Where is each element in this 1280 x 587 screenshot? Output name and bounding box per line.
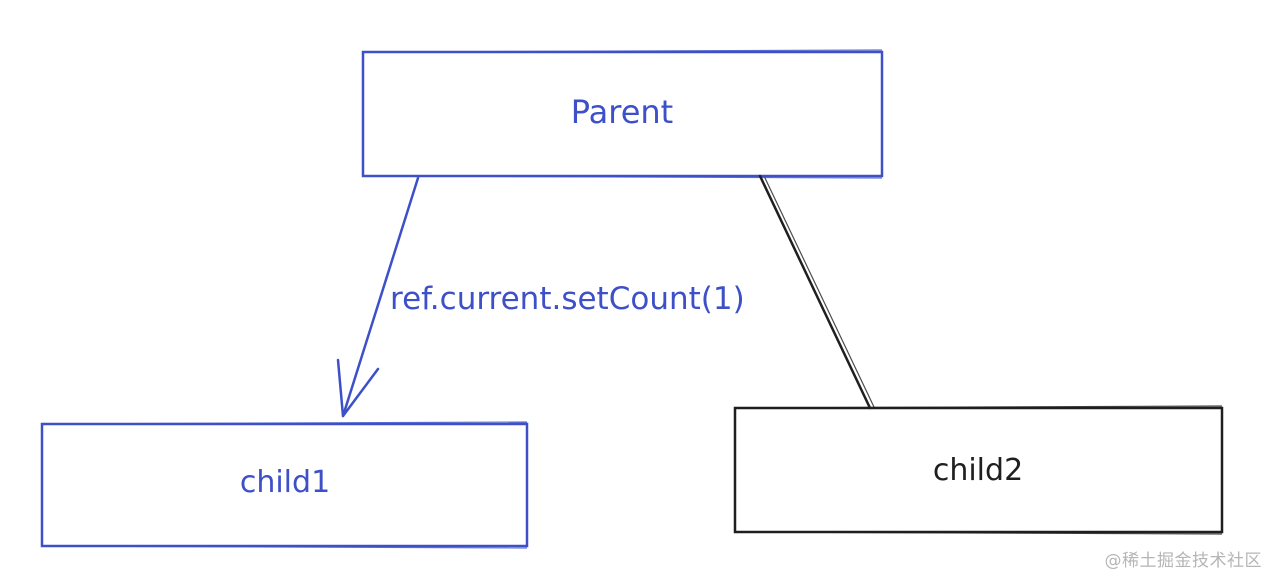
parent-label: Parent [571,93,673,131]
connector-line [758,174,872,410]
child2-node: child2 [733,405,1224,535]
child2-box [733,406,1224,534]
arrow-head-icon [336,358,380,418]
child1-box [40,422,529,548]
child1-node: child1 [40,421,529,549]
watermark: @稀土掘金技术社区 [1104,551,1262,571]
parent-box [361,50,884,178]
line-parent-to-child2 [758,174,875,410]
child2-label: child2 [933,453,1023,488]
edge-label: ref.current.setCount(1) [390,281,745,317]
child1-label: child1 [240,465,330,500]
parent-node: Parent [361,49,884,179]
arrow-line [341,176,420,418]
arrow-parent-to-child1 [336,176,420,418]
